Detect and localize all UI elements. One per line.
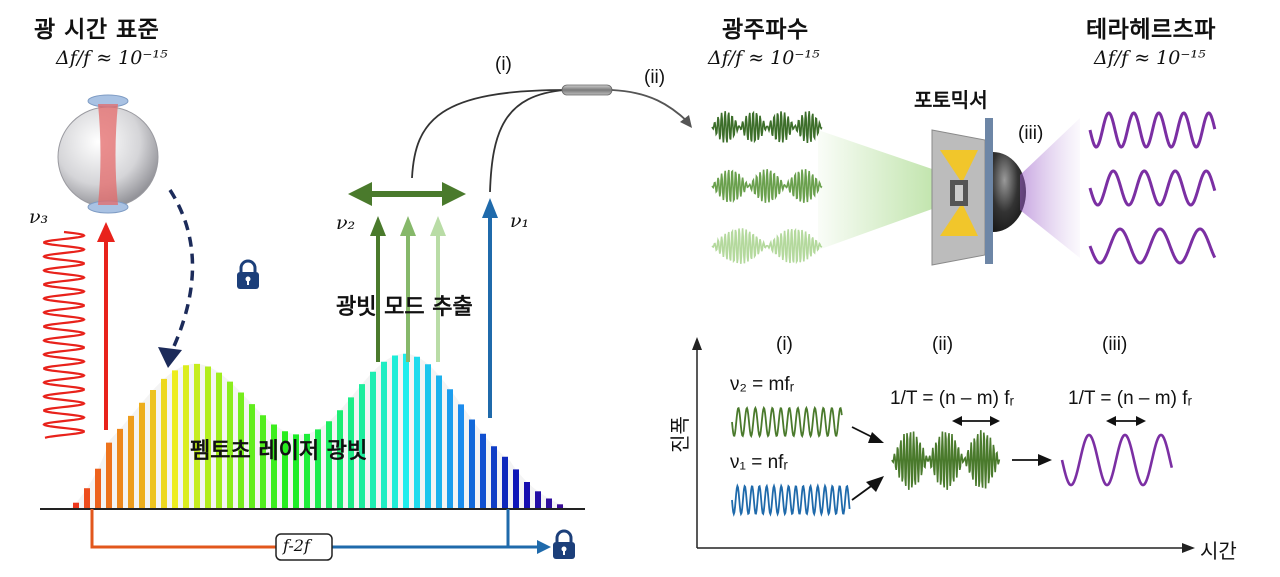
f2f-box [275, 533, 333, 561]
terahertz-beam-cone [1020, 118, 1080, 258]
inset-col-i: (i) [776, 334, 793, 355]
beat-wave-dark [711, 110, 823, 144]
beat-wave-mid [711, 169, 823, 204]
terahertz-wave [1088, 227, 1217, 265]
femtosecond-comb-label: 펨토초 레이저 광빗 [190, 439, 368, 464]
photomixer-device [931, 118, 1026, 266]
terahertz-wave [1088, 169, 1217, 207]
lock-icon [553, 529, 575, 559]
nu3-label: ν₃ [29, 206, 49, 228]
path-iii-label: (iii) [1018, 123, 1044, 144]
terahertz-title: 테라헤르츠파 [1086, 17, 1216, 43]
f2f-loop-left [90, 509, 276, 549]
lock-feedback-dashed-arrow [168, 189, 195, 356]
fiber-nu1 [489, 89, 566, 193]
inset-nu2-wave [731, 405, 843, 439]
photomixer-label: 포토믹서 [914, 88, 988, 112]
fiber-output [611, 89, 689, 123]
lock-icon [237, 259, 259, 289]
path-i-label: (i) [495, 54, 512, 75]
inset-eq-nu2: ν₂ = mfᵣ [730, 374, 795, 395]
f2f-label: f-2f [283, 536, 310, 555]
nu1-label: ν₁ [510, 210, 530, 232]
mode-extraction-label: 광빗 모드 추출 [336, 295, 473, 320]
path-ii-label: (ii) [644, 67, 666, 88]
inset-col-ii: (ii) [932, 334, 954, 355]
optical-beam-cone [818, 130, 935, 250]
inset-nu1-wave [731, 483, 851, 517]
nu3-arrowhead [97, 222, 115, 242]
atomic-clock-sphere [57, 94, 159, 214]
optical-frequency-stability: Δf/f ≈ 10⁻¹⁵ [708, 47, 820, 69]
frequency-comb-lines [73, 353, 563, 509]
inset-eq-period-iii: 1/T = (n – m) fᵣ [1068, 388, 1193, 409]
inset-col-iii: (iii) [1102, 334, 1128, 355]
inset-terahertz-wave [1060, 433, 1174, 487]
optical-clock-title: 광 시간 표준 [34, 17, 160, 43]
mode-extraction-arrows [348, 182, 466, 362]
inset-eq-nu1: ν₁ = nfᵣ [730, 452, 788, 473]
beat-wave-light [711, 227, 823, 265]
nu3-wave [42, 230, 86, 439]
optical-frequency-title: 광주파수 [722, 17, 809, 43]
inset-arrows [851, 416, 1146, 501]
fiber-coupler [561, 84, 613, 96]
inset-eq-period-ii: 1/T = (n – m) fᵣ [890, 388, 1015, 409]
terahertz-stability: Δf/f ≈ 10⁻¹⁵ [1094, 47, 1206, 69]
inset-x-axis-label: 시간 [1200, 541, 1237, 563]
inset-axes [692, 337, 1195, 553]
inset-beat-wave [891, 430, 1001, 490]
nu2-label: ν₂ [336, 212, 356, 234]
optical-clock-stability: Δf/f ≈ 10⁻¹⁵ [56, 47, 168, 69]
inset-y-axis-label: 진폭 [669, 416, 692, 453]
terahertz-wave [1088, 111, 1217, 149]
fiber-nu2 [411, 89, 566, 179]
